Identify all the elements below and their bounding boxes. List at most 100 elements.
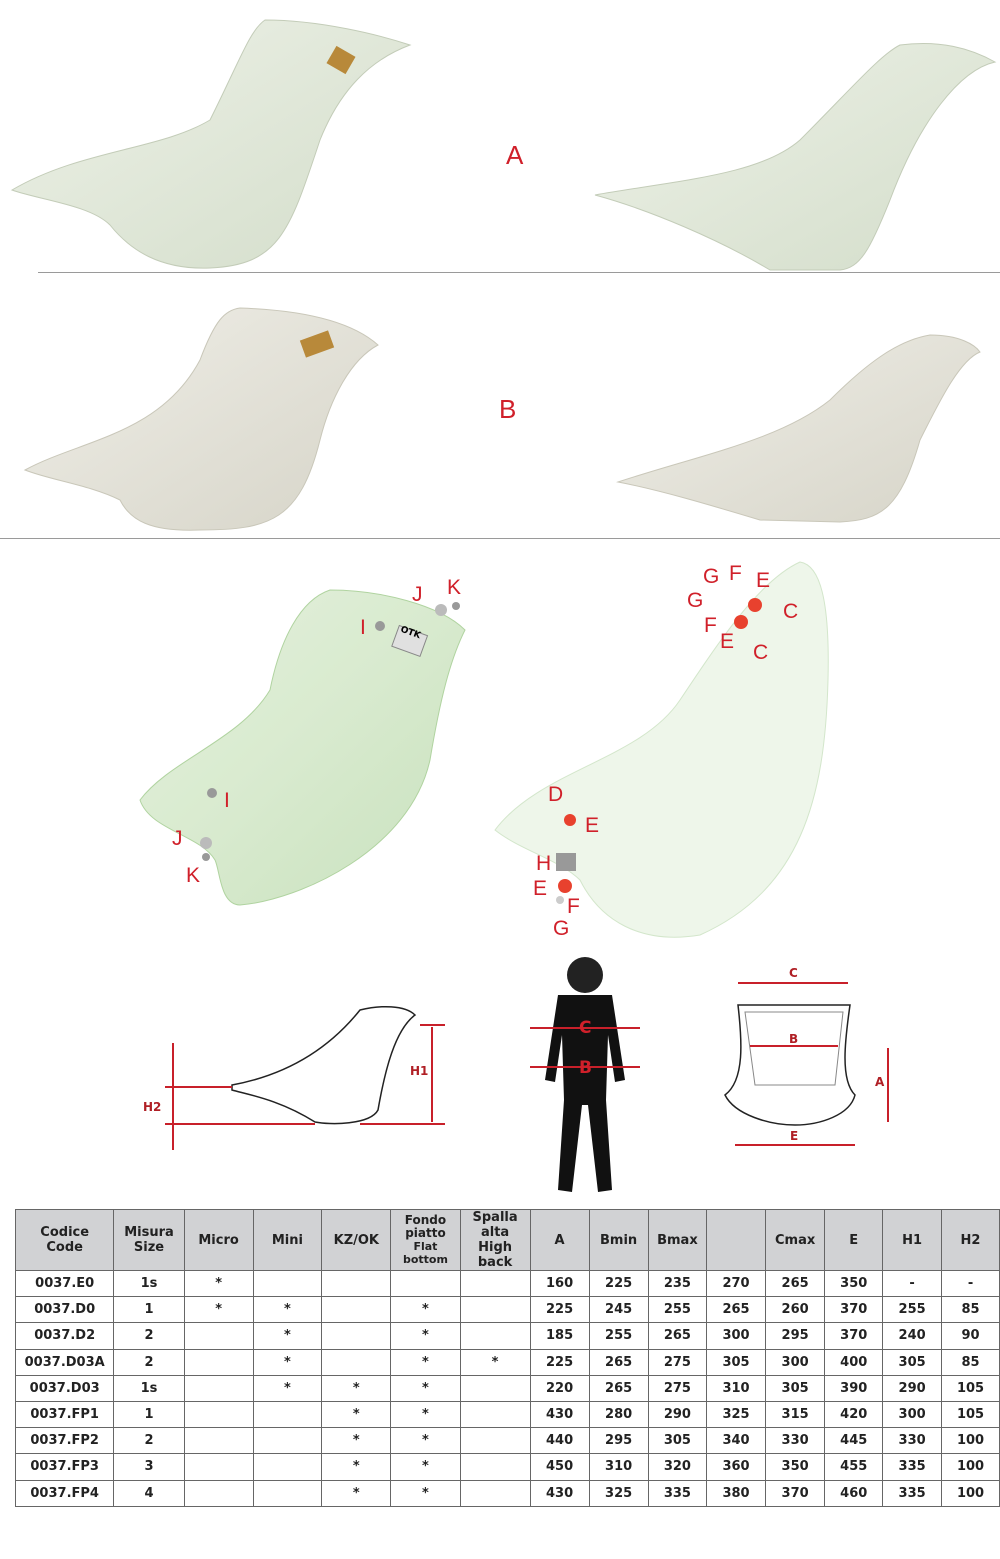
part-label: C (783, 600, 799, 623)
table-cell: 370 (824, 1322, 884, 1350)
dim-label-h1: H1 (410, 1064, 429, 1078)
table-cell: * (321, 1400, 392, 1429)
table-cell: 265 (588, 1374, 649, 1402)
table-cell: 300 (882, 1400, 943, 1429)
table-cell (183, 1453, 254, 1481)
table-cell: 325 (706, 1400, 766, 1429)
table-cell: * (321, 1374, 392, 1402)
table-cell (183, 1322, 254, 1350)
table-cell: * (252, 1348, 323, 1376)
table-cell (459, 1427, 531, 1455)
table-cell: 0037.FP2 (14, 1427, 115, 1455)
table-cell: 330 (764, 1427, 826, 1455)
table-cell: 185 (529, 1322, 590, 1350)
table-cell: 255 (882, 1296, 943, 1324)
table-cell: 105 (941, 1374, 1000, 1402)
table-cell: 225 (529, 1296, 590, 1324)
table-cell: * (390, 1400, 461, 1429)
part-label: I (360, 616, 366, 639)
table-cell: 290 (647, 1400, 708, 1429)
table-cell: 160 (529, 1269, 590, 1298)
column-header-text: H2 (960, 1232, 981, 1248)
table-cell (183, 1479, 254, 1507)
table-cell: 255 (647, 1296, 708, 1324)
part-label: D (548, 783, 564, 806)
table-cell: 90 (941, 1322, 1000, 1350)
table-cell: - (941, 1269, 1000, 1298)
table-cell (459, 1400, 531, 1429)
part-label: I (224, 789, 230, 812)
table-cell: 380 (706, 1479, 766, 1507)
table-cell: 440 (529, 1427, 590, 1455)
column-header-text: Spalla alta (472, 1210, 518, 1240)
table-cell: 350 (764, 1453, 826, 1481)
table-cell: 105 (941, 1400, 1000, 1429)
table-cell: * (390, 1479, 461, 1507)
table-cell: 85 (941, 1296, 1000, 1324)
seat-exploded-side (494, 561, 829, 938)
table-cell (183, 1374, 254, 1402)
table-cell: 350 (824, 1269, 884, 1298)
table-cell: 275 (647, 1374, 708, 1402)
table-cell: * (390, 1374, 461, 1402)
table-cell: 430 (529, 1479, 590, 1507)
column-header-text: Flat bottom (402, 1240, 448, 1266)
table-cell (459, 1479, 531, 1507)
front-dimension-diagram (724, 982, 889, 1146)
column-header-text: E (849, 1232, 859, 1248)
table-cell: 315 (764, 1400, 826, 1429)
seat-a-side (594, 43, 997, 271)
seat-exploded-front (139, 589, 466, 906)
table-cell: 4 (113, 1479, 185, 1507)
table-cell: 100 (941, 1453, 1000, 1481)
table-cell: 335 (882, 1453, 943, 1481)
table-cell: 0037.FP3 (14, 1453, 115, 1481)
table-cell: * (390, 1348, 461, 1376)
dim-label-h2: H2 (143, 1100, 162, 1114)
table-cell: * (390, 1453, 461, 1481)
table-cell: 1s (113, 1269, 185, 1298)
table-cell: 0037.D0 (14, 1296, 115, 1324)
table-cell: 305 (764, 1374, 826, 1402)
part-label: E (756, 569, 771, 592)
table-cell (321, 1322, 392, 1350)
table-cell: 265 (764, 1269, 826, 1298)
table-cell: 0037.FP1 (14, 1400, 115, 1429)
table-cell: 1 (113, 1296, 185, 1324)
column-header: A (529, 1209, 590, 1271)
table-cell: * (390, 1427, 461, 1455)
table-cell: 270 (706, 1269, 766, 1298)
part-label: F (704, 614, 717, 637)
table-cell: 335 (647, 1479, 708, 1507)
table-cell (321, 1348, 392, 1376)
column-header: Bmin (588, 1209, 649, 1271)
table-cell: 360 (706, 1453, 766, 1481)
part-label: K (186, 864, 201, 887)
column-header: Mini (252, 1209, 323, 1271)
table-cell: 325 (588, 1479, 649, 1507)
column-header-text: Bmin (600, 1232, 638, 1248)
table-cell: 0037.D03 (14, 1374, 115, 1402)
part-label: F (729, 562, 742, 585)
table-cell: 310 (588, 1453, 649, 1481)
table-cell: 370 (764, 1479, 826, 1507)
table-cell: 0037.E0 (14, 1269, 115, 1298)
table-cell: * (183, 1269, 254, 1298)
table-cell: 305 (647, 1427, 708, 1455)
seat-illustrations (10, 19, 997, 1192)
table-cell (252, 1269, 323, 1298)
table-cell: 455 (824, 1453, 884, 1481)
table-cell: * (183, 1296, 254, 1324)
table-cell (252, 1400, 323, 1429)
divider (38, 272, 1000, 273)
part-label: H (536, 852, 552, 875)
table-cell: 340 (706, 1427, 766, 1455)
table-cell (183, 1400, 254, 1429)
column-header: Bmax (647, 1209, 708, 1271)
